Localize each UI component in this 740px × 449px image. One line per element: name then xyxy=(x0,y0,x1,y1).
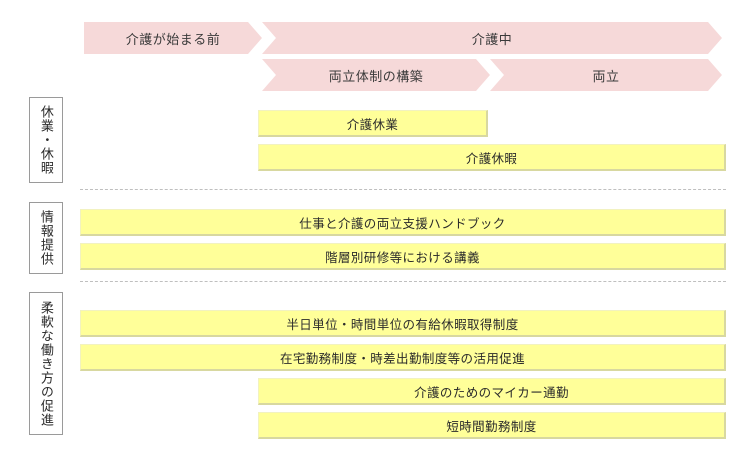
phase-chevron-top: 介護が始まる前 xyxy=(84,22,262,54)
category-box: 情報提供 xyxy=(29,202,63,274)
measure-bar[interactable]: 短時間勤務制度 xyxy=(258,412,726,439)
measure-bar[interactable]: 在宅勤務制度・時差出勤制度等の活用促進 xyxy=(80,344,726,371)
measure-bar[interactable]: 仕事と介護の両立支援ハンドブック xyxy=(80,209,726,236)
category-box: 柔軟な働き方の促進 xyxy=(29,292,63,435)
phase-chevron-top: 介護中 xyxy=(262,22,722,54)
section-separator xyxy=(80,281,726,282)
measure-bar[interactable]: 階層別研修等における講義 xyxy=(80,243,726,270)
measure-bar[interactable]: 介護休暇 xyxy=(258,144,726,171)
phase-chevron-sub: 両立 xyxy=(490,59,722,91)
category-label: 柔軟な働き方の促進 xyxy=(38,300,54,427)
category-label: 情報提供 xyxy=(38,210,54,266)
section-separator xyxy=(80,189,726,190)
phase-chevron-sub: 両立体制の構築 xyxy=(262,59,490,91)
category-box: 休業・休暇 xyxy=(29,97,63,183)
measure-bar[interactable]: 半日単位・時間単位の有給休暇取得制度 xyxy=(80,310,726,337)
measure-bar[interactable]: 介護休業 xyxy=(258,110,488,137)
category-label: 休業・休暇 xyxy=(38,105,54,175)
measure-bar[interactable]: 介護のためのマイカー通勤 xyxy=(258,378,726,405)
